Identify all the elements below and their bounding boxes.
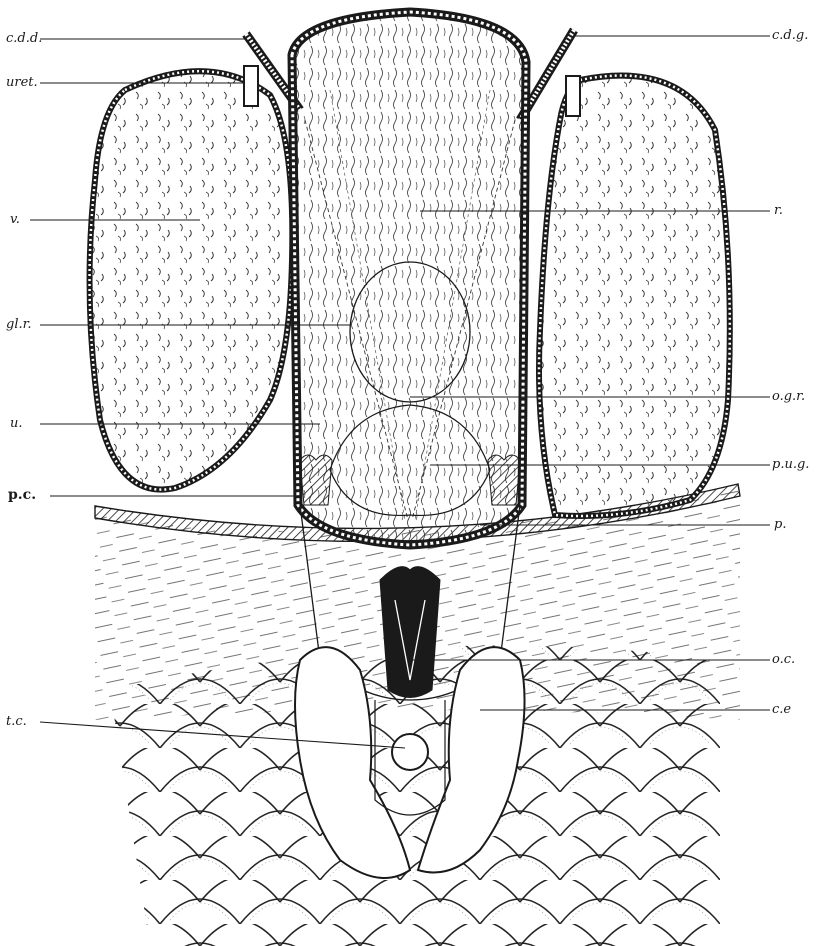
label-cdg: c.d.g. [772,29,808,42]
cloacal-tubercle [392,734,428,770]
label-uret: uret. [6,76,38,89]
label-r: r. [774,204,783,217]
label-tc: t.c. [6,715,27,728]
right-ureter [566,76,580,116]
label-oc: o.c. [772,653,795,666]
label-pc: p.c. [8,488,36,502]
label-ce: c.e [772,703,791,716]
label-ogr: o.g.r. [772,390,805,403]
label-p: p. [774,518,786,531]
label-v: v. [10,213,20,226]
label-u: u. [10,417,23,430]
left-ureter [244,66,258,106]
right-vesicle [539,76,730,516]
left-vesicle [90,71,293,489]
label-cdd: c.d.d. [6,32,42,45]
label-glr: gl.r. [6,318,32,331]
label-pug: p.u.g. [772,458,809,471]
